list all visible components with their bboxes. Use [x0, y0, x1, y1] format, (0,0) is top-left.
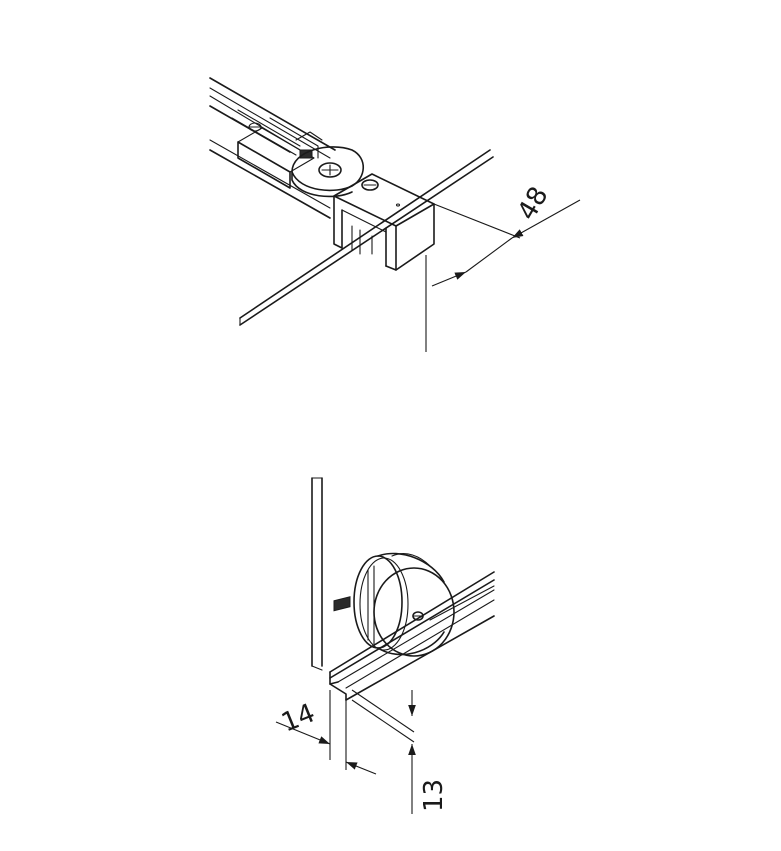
- rail: [329, 571, 495, 701]
- glass-panel-bottom: [311, 477, 323, 671]
- dimension-48: 48: [425, 182, 581, 352]
- roller-wheel: [353, 552, 455, 657]
- dimension-label-48: 48: [512, 182, 555, 226]
- dimension-label-13: 13: [419, 779, 449, 812]
- dimension-13: 13: [351, 689, 449, 814]
- dimension-14: 14: [275, 690, 377, 775]
- hinge-disc: [291, 146, 365, 198]
- clamp-bracket: [333, 173, 435, 271]
- top-clamp-figure: 48: [209, 77, 581, 352]
- rail-end-cap: [333, 596, 351, 612]
- stabilizer-bar: [209, 77, 336, 219]
- dimension-label-14: 14: [277, 698, 319, 738]
- bottom-roller-figure: 14 13: [275, 477, 495, 814]
- glass-panel-top: [239, 149, 494, 326]
